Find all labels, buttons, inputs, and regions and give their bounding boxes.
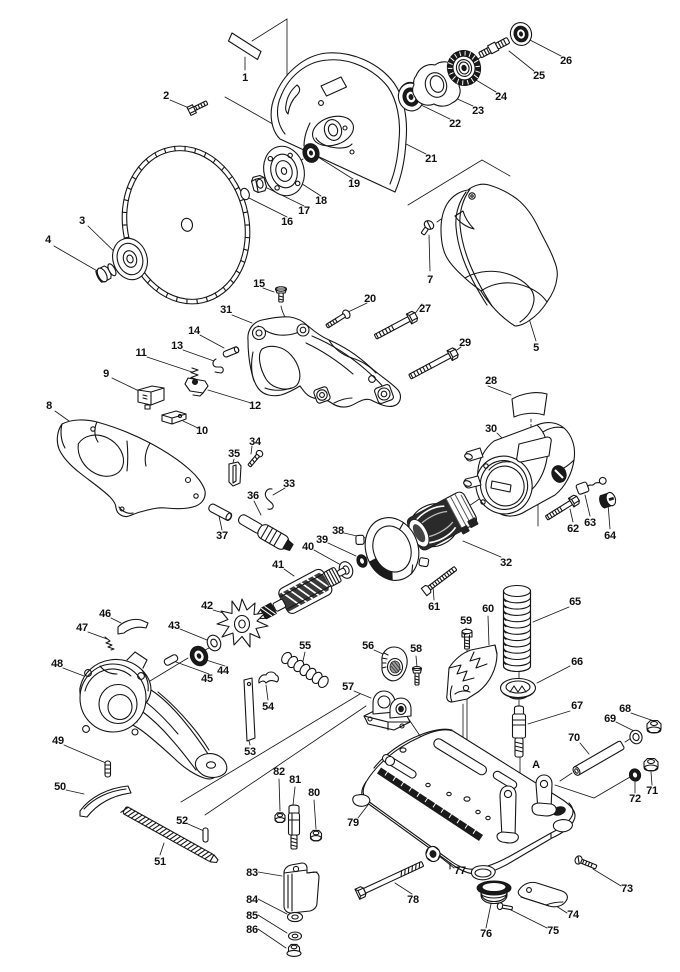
svg-text:80: 80 [308, 787, 320, 799]
svg-text:75: 75 [547, 925, 559, 937]
svg-text:20: 20 [364, 293, 376, 305]
svg-text:24: 24 [495, 91, 508, 103]
svg-text:58: 58 [410, 643, 422, 655]
svg-text:66: 66 [571, 656, 583, 668]
svg-text:55: 55 [299, 640, 311, 652]
svg-text:29: 29 [459, 337, 471, 349]
svg-text:62: 62 [567, 523, 579, 535]
svg-text:9: 9 [103, 368, 109, 380]
svg-text:8: 8 [46, 400, 52, 412]
svg-text:83: 83 [246, 867, 258, 879]
svg-text:25: 25 [533, 70, 545, 82]
svg-text:17: 17 [298, 205, 310, 217]
svg-text:27: 27 [419, 303, 431, 315]
svg-text:1: 1 [242, 72, 248, 84]
svg-text:12: 12 [249, 400, 261, 412]
svg-text:60: 60 [482, 603, 494, 615]
svg-text:41: 41 [272, 559, 284, 571]
svg-text:7: 7 [427, 274, 433, 286]
svg-text:39: 39 [316, 534, 328, 546]
svg-text:18: 18 [315, 195, 327, 207]
svg-text:47: 47 [76, 622, 88, 634]
svg-text:45: 45 [201, 673, 213, 685]
svg-text:63: 63 [584, 517, 596, 529]
svg-text:31: 31 [220, 304, 232, 316]
svg-text:56: 56 [362, 640, 374, 652]
svg-text:42: 42 [201, 600, 213, 612]
svg-text:19: 19 [348, 178, 360, 190]
svg-text:70: 70 [568, 732, 580, 744]
svg-text:48: 48 [51, 658, 63, 670]
svg-text:13: 13 [171, 340, 183, 352]
svg-text:82: 82 [273, 766, 285, 778]
svg-text:26: 26 [560, 55, 572, 67]
svg-text:22: 22 [449, 118, 461, 130]
svg-text:72: 72 [629, 793, 641, 805]
svg-text:49: 49 [52, 735, 64, 747]
svg-text:34: 34 [249, 436, 262, 448]
svg-text:52: 52 [176, 815, 188, 827]
svg-text:65: 65 [569, 596, 581, 608]
svg-text:21: 21 [425, 153, 437, 165]
svg-text:28: 28 [485, 375, 497, 387]
svg-text:40: 40 [302, 541, 314, 553]
svg-text:36: 36 [247, 490, 259, 502]
svg-text:84: 84 [246, 894, 259, 906]
svg-text:76: 76 [480, 928, 492, 940]
svg-text:A: A [532, 759, 540, 771]
svg-text:23: 23 [472, 105, 484, 117]
svg-text:77: 77 [454, 865, 466, 877]
svg-text:74: 74 [567, 909, 580, 921]
svg-text:14: 14 [188, 325, 201, 337]
svg-text:50: 50 [54, 781, 66, 793]
svg-text:69: 69 [604, 713, 616, 725]
svg-text:54: 54 [262, 701, 275, 713]
svg-text:30: 30 [485, 423, 497, 435]
svg-text:73: 73 [621, 883, 633, 895]
svg-text:86: 86 [246, 924, 258, 936]
svg-text:68: 68 [619, 703, 631, 715]
svg-text:5: 5 [533, 342, 539, 354]
svg-text:59: 59 [460, 615, 472, 627]
svg-text:61: 61 [428, 601, 440, 613]
svg-text:85: 85 [246, 910, 258, 922]
svg-text:37: 37 [216, 530, 228, 542]
svg-text:10: 10 [196, 425, 208, 437]
svg-text:44: 44 [217, 665, 230, 677]
svg-text:57: 57 [342, 681, 354, 693]
svg-text:79: 79 [347, 817, 359, 829]
svg-text:46: 46 [99, 608, 111, 620]
svg-text:64: 64 [604, 530, 617, 542]
svg-text:3: 3 [79, 215, 85, 227]
svg-text:71: 71 [646, 785, 658, 797]
svg-text:51: 51 [154, 856, 166, 868]
svg-text:43: 43 [168, 620, 180, 632]
svg-text:78: 78 [407, 894, 419, 906]
svg-text:15: 15 [253, 278, 265, 290]
svg-text:11: 11 [135, 347, 146, 359]
svg-text:33: 33 [283, 478, 295, 490]
svg-text:38: 38 [332, 525, 344, 537]
svg-text:4: 4 [45, 234, 52, 246]
svg-text:53: 53 [244, 746, 256, 758]
svg-text:2: 2 [163, 90, 169, 102]
svg-text:35: 35 [228, 448, 240, 460]
svg-text:16: 16 [281, 216, 293, 228]
svg-text:81: 81 [289, 774, 301, 786]
svg-text:67: 67 [571, 700, 583, 712]
svg-text:32: 32 [500, 557, 512, 569]
